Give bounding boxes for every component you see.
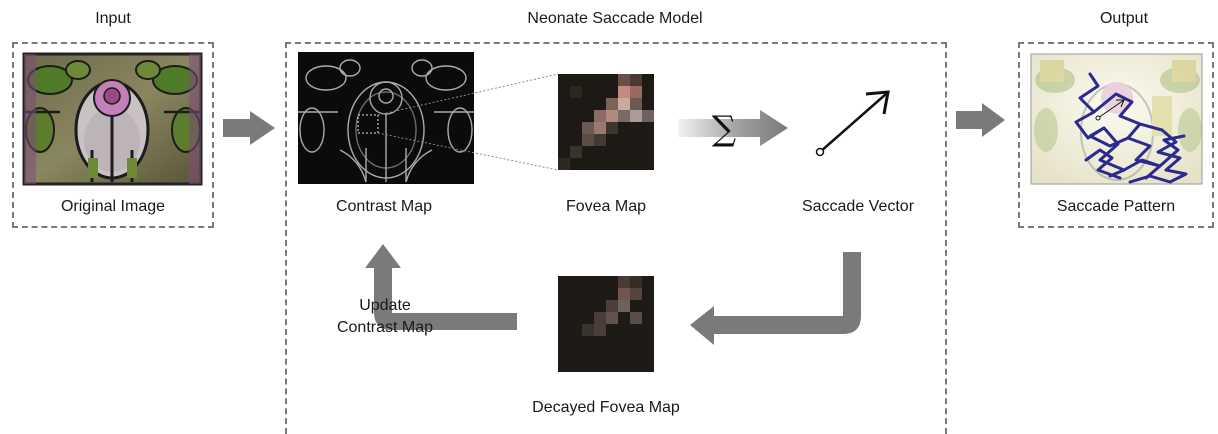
arrow-model-to-output: [956, 103, 1005, 137]
saccade-pattern-caption: Saccade Pattern: [1056, 198, 1176, 215]
model-box: [285, 42, 947, 434]
sum-arrow: ∑: [678, 109, 788, 149]
original-image: [22, 52, 203, 186]
input-title: Input: [95, 10, 131, 27]
saccade-vector-caption: Saccade Vector: [801, 198, 915, 215]
output-title: Output: [1099, 10, 1149, 27]
original-image-caption: Original Image: [60, 198, 166, 215]
decayed-fovea-map-caption: Decayed Fovea Map: [532, 399, 680, 416]
zoom-lines: [377, 73, 559, 171]
model-title: Neonate Saccade Model: [527, 10, 703, 27]
fovea-map-caption: Fovea Map: [565, 198, 647, 215]
arrow-input-to-model: [223, 111, 275, 145]
feedback-arrow-right: [690, 252, 861, 345]
output-box: [1018, 42, 1214, 228]
contrast-map-caption: Contrast Map: [335, 198, 433, 215]
saccade-vector-arrow-icon: [815, 90, 890, 157]
saccade-pattern-image: [1030, 53, 1203, 185]
fovea-map-image: [558, 74, 654, 170]
contrast-map-image: [298, 52, 474, 184]
decayed-fovea-map-image: [558, 276, 654, 372]
update-label-line1: Update: [359, 297, 411, 314]
sum-symbol-icon: ∑: [712, 109, 736, 149]
feedback-arrow-left: [365, 244, 517, 330]
input-box: [12, 42, 214, 228]
update-label-line2: Contrast Map: [336, 319, 434, 336]
